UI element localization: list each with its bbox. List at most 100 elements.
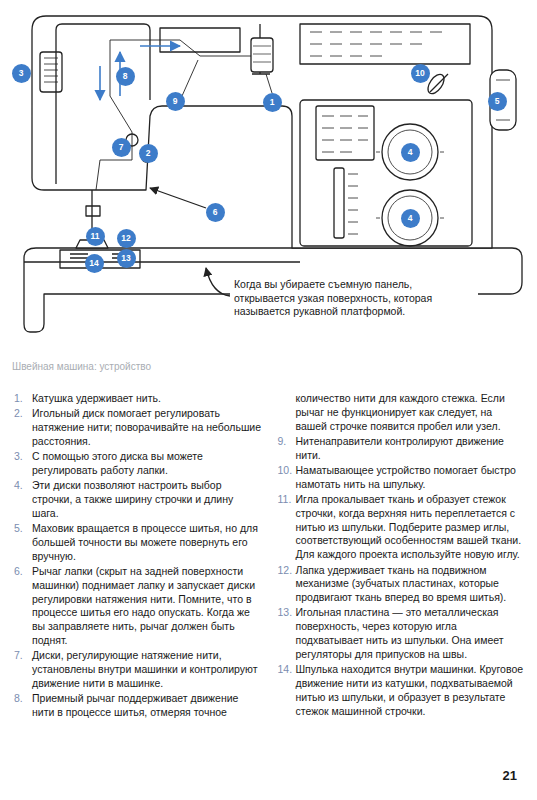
callout-number: 1 bbox=[270, 98, 275, 107]
callout-circle bbox=[411, 64, 430, 83]
callout-circle bbox=[488, 92, 507, 111]
list-item: 10.Наматывающее устройство помогает быст… bbox=[278, 464, 526, 492]
callout-badge: 12 bbox=[117, 229, 136, 248]
callout-circle bbox=[12, 64, 31, 83]
callout-number: 4 bbox=[408, 214, 413, 223]
callout-number: 11 bbox=[91, 232, 100, 241]
list-item: 13.Игольная пластина — это металлическая… bbox=[278, 606, 526, 661]
leader-line bbox=[266, 74, 272, 93]
callout-badge: 2 bbox=[139, 144, 158, 163]
callout-circle bbox=[112, 138, 131, 157]
callout-badge: 3 bbox=[12, 64, 31, 83]
list-text: Игольный диск помогает регулировать натя… bbox=[32, 407, 261, 447]
list-number: 1. bbox=[14, 392, 32, 406]
callout-number: 7 bbox=[119, 143, 124, 152]
stitch-dial bbox=[382, 190, 438, 246]
dial-inner bbox=[388, 130, 432, 174]
machine-bed bbox=[24, 248, 522, 332]
list-number: 13. bbox=[278, 606, 296, 620]
list-text: Катушка удерживает нить. bbox=[32, 392, 161, 404]
callout-badge: 14 bbox=[85, 254, 104, 273]
list-text: Шпулька находится внутри машинки. Кругов… bbox=[296, 663, 524, 716]
list-text: Лапка удерживает ткань на подвижном меха… bbox=[296, 564, 507, 604]
list-item: 9.Нитенаправители контролируют движение … bbox=[278, 435, 526, 463]
callout-number: 6 bbox=[213, 208, 218, 217]
thread-spool bbox=[251, 38, 273, 72]
needle-clamp bbox=[86, 206, 100, 216]
winder-spindle bbox=[430, 74, 448, 92]
slider-ticks bbox=[348, 174, 358, 234]
list-item: 12.Лапка удерживает ткань на подвижном м… bbox=[278, 564, 526, 605]
callout-badge: 5 bbox=[488, 92, 507, 111]
stitch-dial bbox=[382, 124, 438, 180]
callout-circle bbox=[401, 143, 420, 162]
list-number: 5. bbox=[14, 522, 32, 536]
list-item: 7.Диски, регулирующие натяжение нити, ус… bbox=[14, 649, 262, 690]
control-panel bbox=[300, 100, 472, 246]
list-number: 14. bbox=[278, 663, 296, 677]
note-text: Когда вы убираете съемную панель, открыв… bbox=[234, 278, 474, 319]
display-marks bbox=[322, 116, 368, 152]
foot-pressure-dial bbox=[40, 52, 62, 92]
leader-line bbox=[182, 60, 198, 96]
list-number: 2. bbox=[14, 407, 32, 421]
list-text: Эти диски позволяют настроить выбор стро… bbox=[32, 479, 233, 519]
figure-area: 3 8 10 9 1 5 7 2 4 6 4 11 12 14 13Когда вы убираете съ… bbox=[0, 0, 537, 345]
list-text: Игла прокалывает ткань и образует стежок… bbox=[296, 493, 522, 560]
speed-slider bbox=[334, 168, 344, 238]
callout-badge: 10 bbox=[411, 64, 430, 83]
callout-badge: 9 bbox=[166, 92, 185, 111]
callout-number: 4 bbox=[408, 148, 413, 157]
list-item: 6.Рычаг лапки (скрыт на задней поверхнос… bbox=[14, 565, 262, 648]
list-item: 4.Эти диски позволяют настроить выбор ст… bbox=[14, 479, 262, 520]
callout-circle bbox=[117, 229, 136, 248]
callout-number: 12 bbox=[121, 234, 130, 243]
list-text: Наматывающее устройство помогает быстро … bbox=[296, 464, 516, 490]
list-number: 3. bbox=[14, 450, 32, 464]
callout-badge: 4 bbox=[401, 209, 420, 228]
callout-badge: 4 bbox=[401, 143, 420, 162]
spool-thread bbox=[253, 46, 271, 62]
dial-inner bbox=[388, 196, 432, 240]
list-number: 12. bbox=[278, 564, 296, 578]
stitch-display bbox=[316, 106, 374, 160]
callout-circle bbox=[86, 227, 105, 246]
leader-arrow bbox=[150, 188, 206, 208]
stitch-symbols bbox=[310, 32, 442, 56]
callout-badge: 13 bbox=[117, 249, 136, 268]
list-item: 11.Игла прокалывает ткань и образует сте… bbox=[278, 493, 526, 562]
list-item: 14.Шпулька находится внутри машинки. Кру… bbox=[278, 663, 526, 718]
list-item: 2.Игольный диск помогает регулировать на… bbox=[14, 407, 262, 448]
list-number: 7. bbox=[14, 649, 32, 663]
callout-number: 3 bbox=[19, 69, 24, 78]
callout-number: 2 bbox=[146, 149, 151, 158]
callout-circle bbox=[117, 249, 136, 268]
list-text: Диски, регулирующие натяжение нити, уста… bbox=[32, 649, 258, 689]
list-number: 4. bbox=[14, 479, 32, 493]
callout-circle bbox=[206, 203, 225, 222]
callout-number: 14 bbox=[89, 259, 98, 268]
callout-circle bbox=[85, 254, 104, 273]
callout-number: 8 bbox=[123, 72, 128, 81]
callout-circle bbox=[139, 144, 158, 163]
dial-ticks bbox=[44, 58, 58, 82]
stitch-chart bbox=[300, 24, 470, 64]
note-arrow bbox=[206, 268, 230, 296]
thread-path bbox=[96, 40, 251, 190]
callout-number: 9 bbox=[173, 97, 178, 106]
list-text: Игольная пластина — это металлическая по… bbox=[296, 606, 504, 659]
callout-circle bbox=[401, 209, 420, 228]
list-number: 6. bbox=[14, 565, 32, 579]
callout-number: 5 bbox=[495, 97, 500, 106]
list-number: 11. bbox=[278, 493, 296, 507]
dial-ticks bbox=[376, 152, 444, 218]
list-item: 3.С помощью этого диска вы можете регули… bbox=[14, 450, 262, 478]
callout-circle bbox=[263, 93, 282, 112]
list-text: Нитенаправители контролируют движение ни… bbox=[296, 435, 504, 461]
list-text: Рычаг лапки (скрыт на задней поверхности… bbox=[32, 565, 255, 646]
callout-badge: 7 bbox=[112, 138, 131, 157]
parts-list: 1.Катушка удерживает нить.2.Игольный дис… bbox=[14, 392, 525, 720]
thread-arrow bbox=[99, 66, 101, 100]
list-text: С помощью этого диска вы можете регулиро… bbox=[32, 450, 203, 476]
callout-circle bbox=[116, 67, 135, 86]
